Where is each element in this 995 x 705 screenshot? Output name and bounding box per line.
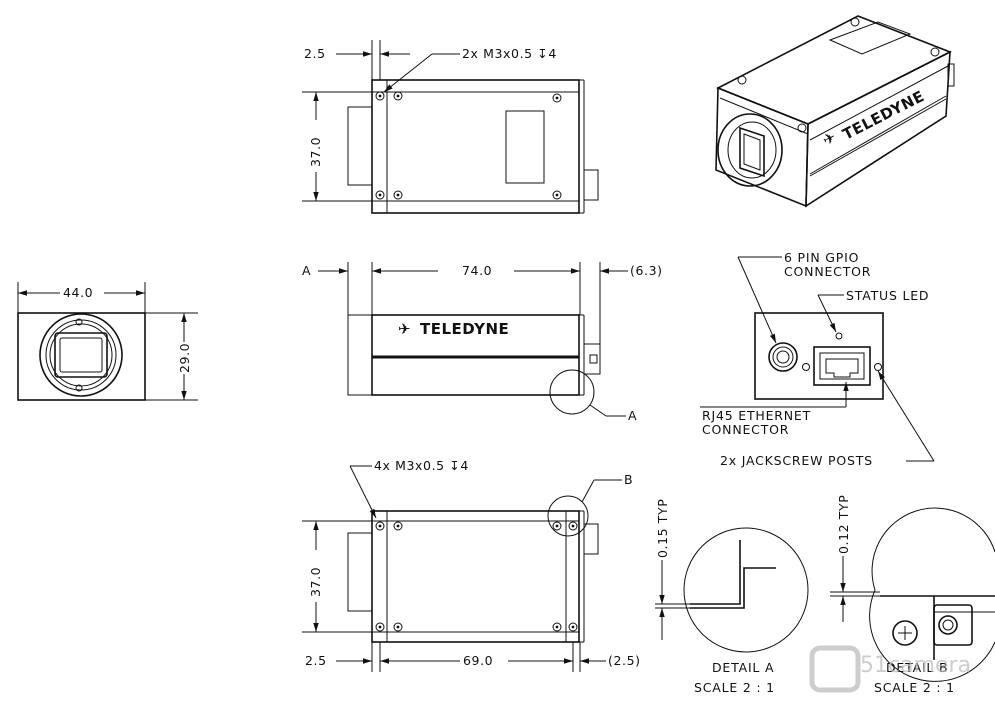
top-view-body xyxy=(371,79,580,214)
side-view-detail-a-circle xyxy=(549,369,595,415)
detail-b-title: DETAIL B xyxy=(886,660,948,675)
detail-a-title: DETAIL A xyxy=(712,660,774,675)
bottom-view-dim-left: 2.5 xyxy=(305,653,327,668)
iso-brand-logo: ✈ xyxy=(820,128,840,150)
bottom-view: 4x M3x0.5 ↧4 B 37.0 2.5 69.0 (2.5) xyxy=(302,458,641,672)
front-view-dim-height: 29.0 xyxy=(177,343,192,373)
detail-a-tolerance: 0.15 TYP xyxy=(655,499,670,558)
top-view-dim-left: 2.5 xyxy=(304,46,326,61)
top-view-lens-mount xyxy=(347,106,373,186)
bottom-view-screw-holes xyxy=(375,521,578,632)
rear-view-jackscrew-left xyxy=(802,363,810,371)
iso-lens-mount xyxy=(717,113,783,187)
rear-view: 6 PIN GPIO CONNECTOR STATUS LED RJ45 ETH… xyxy=(700,250,935,468)
rear-view-gpio-connector xyxy=(768,342,798,372)
watermark-logo-icon xyxy=(809,645,861,693)
rear-view-status-led xyxy=(835,332,843,340)
iso-front-face xyxy=(715,86,809,208)
detail-b-screw-head xyxy=(892,620,918,646)
top-view-connector xyxy=(583,169,599,201)
rear-view-led-label: STATUS LED xyxy=(846,288,929,303)
watermark: 51camera xyxy=(809,645,971,693)
detail-b-tolerance: 0.12 TYP xyxy=(836,495,851,554)
isometric-view: TELEDYNE ✈ xyxy=(715,15,955,208)
front-view-mount-ring xyxy=(39,313,123,397)
top-view-hole-callout: 2x M3x0.5 ↧4 xyxy=(462,46,557,61)
detail-b: 0.12 TYP DETAIL B SCALE 2 : 1 xyxy=(830,495,995,695)
side-view-dim-length: 74.0 xyxy=(462,263,492,278)
detail-b-screw-post xyxy=(933,604,973,646)
front-view-dim-width: 44.0 xyxy=(63,285,93,300)
detail-a-scale: SCALE 2 : 1 xyxy=(694,680,775,695)
bottom-view-body xyxy=(371,510,580,643)
rear-view-jackscrew-label: 2x JACKSCREW POSTS xyxy=(720,453,873,468)
iso-screw xyxy=(737,75,747,85)
iso-label-area xyxy=(828,21,912,55)
detail-b-scale: SCALE 2 : 1 xyxy=(874,680,955,695)
front-view-body xyxy=(17,312,146,401)
side-view-brand-logo: ✈ xyxy=(398,320,411,338)
top-view: 2.5 2x M3x0.5 ↧4 37.0 xyxy=(302,40,599,214)
rear-view-rj45-label-2: CONNECTOR xyxy=(702,422,789,437)
side-view-datum-a: A xyxy=(302,263,311,278)
rear-view-rj45-label-1: RJ45 ETHERNET xyxy=(702,408,811,423)
rear-view-gpio-label-2: CONNECTOR xyxy=(784,264,871,279)
iso-brand-text: TELEDYNE xyxy=(840,87,928,144)
side-view: ✈ TELEDYNE A 74.0 (6.3) A xyxy=(302,262,663,423)
top-view-dim-height: 37.0 xyxy=(308,137,323,167)
side-view-brand-text: TELEDYNE xyxy=(420,320,509,338)
bottom-view-dim-height: 37.0 xyxy=(308,567,323,597)
bottom-view-connector xyxy=(583,523,599,555)
rear-view-rj45-connector xyxy=(813,346,871,386)
side-view-detail-a-marker: A xyxy=(628,408,637,423)
side-view-dim-ref: (6.3) xyxy=(630,263,663,278)
detail-a: 0.15 TYP DETAIL A SCALE 2 : 1 xyxy=(655,499,809,695)
front-view-sensor xyxy=(54,332,108,378)
bottom-view-hole-callout: 4x M3x0.5 ↧4 xyxy=(374,458,469,473)
front-view: 44.0 29.0 xyxy=(17,282,198,401)
bottom-view-dim-span: 69.0 xyxy=(463,653,493,668)
bottom-view-detail-b-marker: B xyxy=(624,472,633,487)
top-view-screw-holes xyxy=(375,91,562,200)
top-view-label-area xyxy=(505,110,545,184)
side-view-connector xyxy=(583,343,601,375)
detail-a-circle xyxy=(683,527,809,653)
side-view-body xyxy=(371,314,580,396)
bottom-view-detail-b-circle xyxy=(547,495,589,537)
rear-view-body xyxy=(754,312,884,400)
rear-view-gpio-label-1: 6 PIN GPIO xyxy=(784,250,859,265)
side-view-lens-mount xyxy=(347,314,373,396)
rear-view-jackscrew-right xyxy=(874,363,882,371)
detail-b-circle xyxy=(869,507,995,682)
watermark-text: 51camera xyxy=(860,653,971,678)
bottom-view-dim-ref: (2.5) xyxy=(608,653,641,668)
bottom-view-lens-mount xyxy=(347,532,373,612)
